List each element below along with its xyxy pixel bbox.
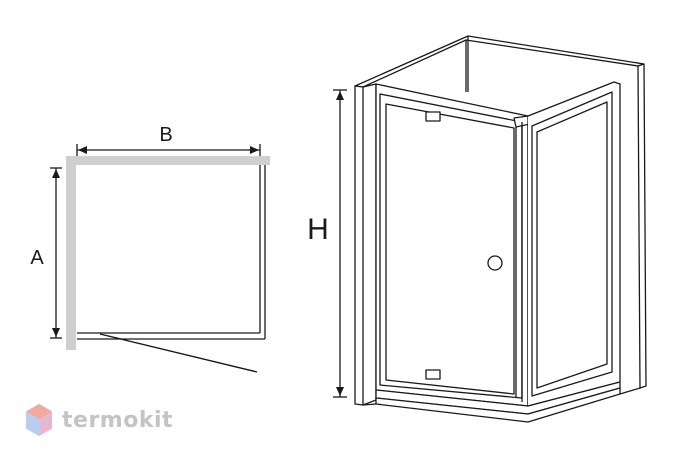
hinge-bottom [425,369,441,380]
door-frame-outer [375,83,529,407]
shower-tray [362,381,641,423]
hinge-top [425,111,441,122]
back-walls [354,35,645,92]
plan-door-swing-line [99,333,258,373]
plan-outline [77,165,266,340]
right-wall-panel [637,63,647,389]
door-panel [385,103,515,395]
dimension-a-label: A [30,247,44,269]
dimension-h-arrow [333,89,347,398]
dimension-a-arrow [50,167,62,339]
plan-wall-top [66,156,270,165]
plan-wall-left [66,156,76,350]
door-knob [487,255,503,271]
hexagon-logo-icon [26,404,52,436]
dimension-h-label: H [307,213,329,246]
dimension-b-label: B [159,124,172,146]
left-wall-panel [354,83,377,406]
brand-name: termokit [62,407,174,433]
termokit-watermark: termokit [24,400,173,440]
dimension-b-arrow [76,144,261,156]
plan-view: B A [30,124,270,373]
side-panel [527,81,621,407]
enclosure-3d-view [354,35,647,423]
corner-profile [513,115,531,406]
